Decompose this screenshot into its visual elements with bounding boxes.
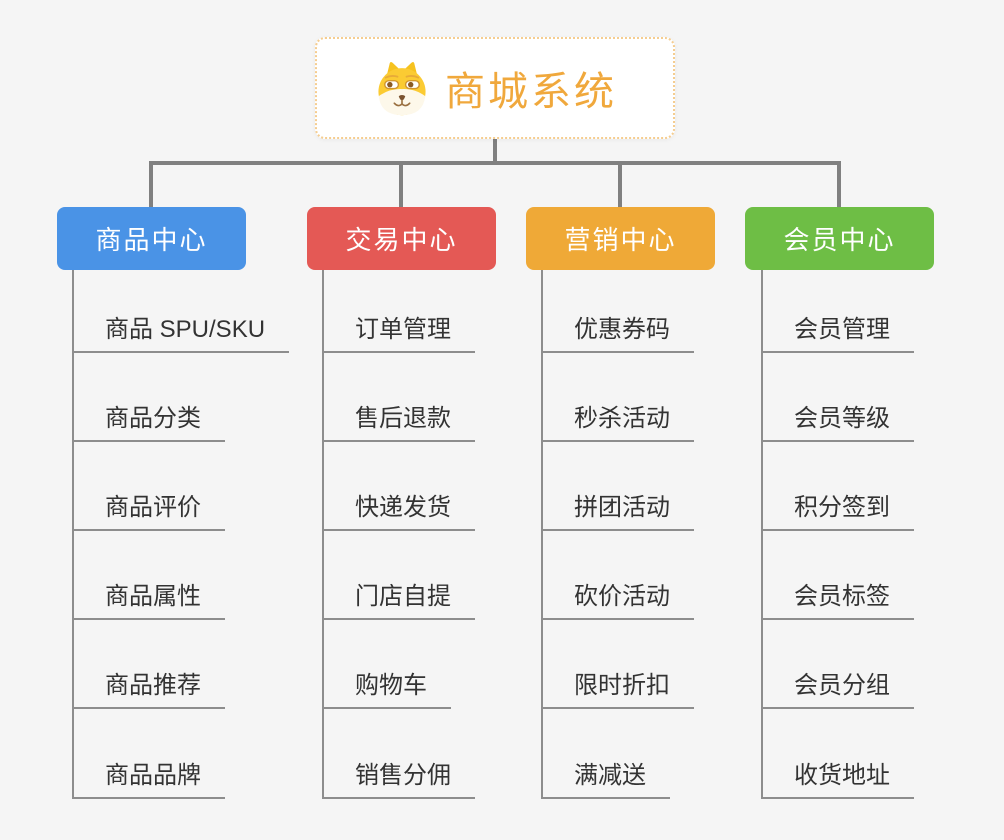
connector-drop-member bbox=[837, 163, 841, 208]
leaf-node[interactable]: 会员等级 bbox=[761, 404, 914, 442]
leaf-node[interactable]: 商品分类 bbox=[72, 404, 225, 442]
leaf-node[interactable]: 砍价活动 bbox=[541, 582, 694, 620]
connector-drop-marketing bbox=[618, 163, 622, 208]
trunk-line bbox=[72, 270, 74, 799]
branch-node-marketing-center[interactable]: 营销中心 bbox=[526, 207, 715, 270]
connector-drop-product bbox=[149, 163, 153, 208]
branch-label: 交易中心 bbox=[345, 225, 458, 255]
leaf-node[interactable]: 秒杀活动 bbox=[541, 404, 694, 442]
branch-node-product-center[interactable]: 商品中心 bbox=[57, 207, 246, 270]
leaf-node[interactable]: 销售分佣 bbox=[322, 761, 475, 799]
leaf-node[interactable]: 快递发货 bbox=[322, 493, 475, 531]
leaf-node[interactable]: 商品属性 bbox=[72, 582, 225, 620]
leaf-node[interactable]: 售后退款 bbox=[322, 404, 475, 442]
connector-horizontal-bar bbox=[149, 161, 841, 165]
connector-drop-trade bbox=[399, 163, 403, 208]
leaf-node[interactable]: 商品 SPU/SKU bbox=[72, 315, 290, 353]
root-title: 商城系统 bbox=[445, 70, 617, 114]
branch-label: 会员中心 bbox=[783, 225, 896, 255]
branch-label: 商品中心 bbox=[95, 225, 208, 255]
leaf-node[interactable]: 门店自提 bbox=[322, 582, 475, 620]
trunk-line bbox=[761, 270, 763, 799]
leaf-node[interactable]: 拼团活动 bbox=[541, 493, 694, 531]
leaf-node[interactable]: 订单管理 bbox=[322, 315, 475, 353]
leaf-node[interactable]: 收货地址 bbox=[761, 761, 914, 799]
branch-node-member-center[interactable]: 会员中心 bbox=[745, 207, 934, 270]
leaf-node[interactable]: 会员标签 bbox=[761, 582, 914, 620]
leaf-node[interactable]: 会员分组 bbox=[761, 671, 914, 709]
leaf-node[interactable]: 会员管理 bbox=[761, 315, 914, 353]
connector-root-stub bbox=[493, 139, 497, 163]
leaf-node[interactable]: 购物车 bbox=[322, 671, 451, 709]
leaf-node[interactable]: 优惠券码 bbox=[541, 315, 694, 353]
leaf-node[interactable]: 商品推荐 bbox=[72, 671, 225, 709]
branch-node-trade-center[interactable]: 交易中心 bbox=[307, 207, 496, 270]
leaf-node[interactable]: 商品评价 bbox=[72, 493, 225, 531]
leaf-node[interactable]: 商品品牌 bbox=[72, 761, 225, 799]
trunk-line bbox=[322, 270, 324, 799]
leaf-node[interactable]: 积分签到 bbox=[761, 493, 914, 531]
dog-face-icon bbox=[378, 61, 426, 116]
trunk-line bbox=[541, 270, 543, 799]
leaf-node[interactable]: 满减送 bbox=[541, 761, 670, 799]
leaf-node[interactable]: 限时折扣 bbox=[541, 671, 694, 709]
root-node[interactable]: 商城系统 bbox=[315, 37, 675, 139]
branch-label: 营销中心 bbox=[564, 225, 677, 255]
